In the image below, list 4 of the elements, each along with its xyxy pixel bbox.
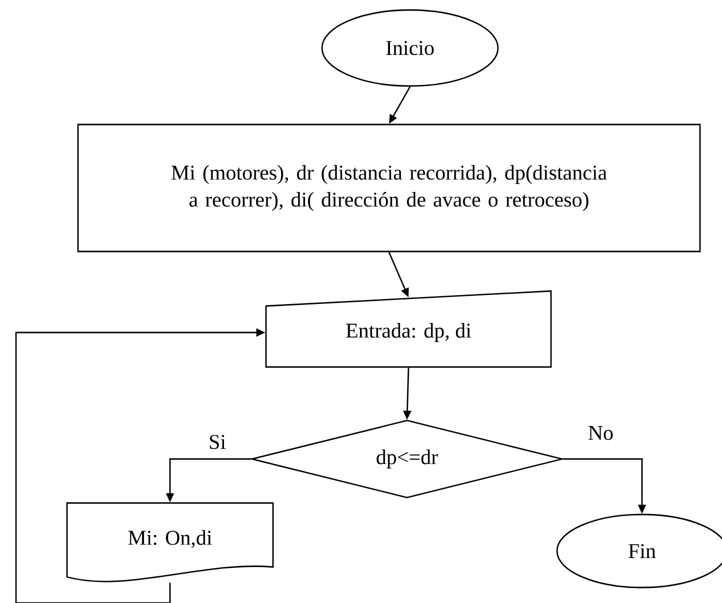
input-box: Entrada: dp, di <box>265 290 552 368</box>
process-box: Mi (motores), dr (distancia recorrida), dp(distancia a recorrer), di( dirección de avace o retroceso) <box>77 124 701 252</box>
edge-label: No <box>586 425 615 441</box>
edge-label: Si <box>208 434 228 450</box>
